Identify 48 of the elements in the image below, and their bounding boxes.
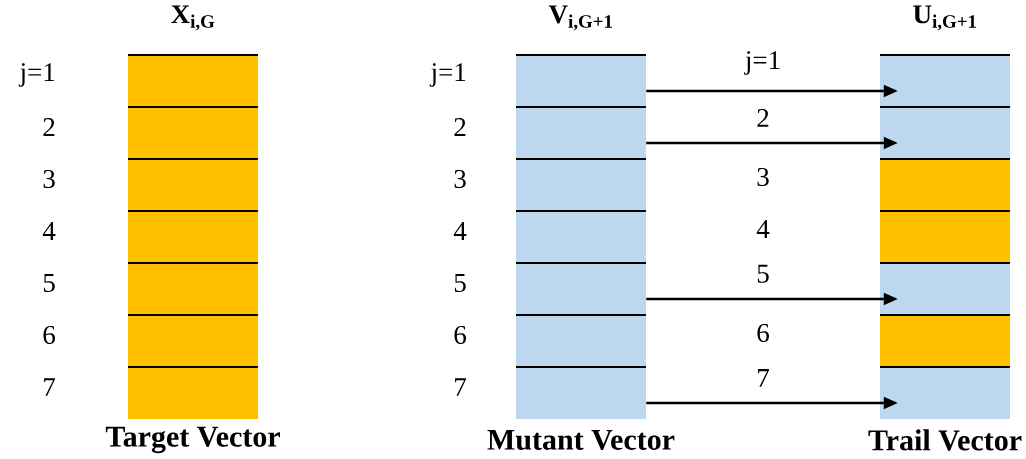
row-index: j=1 [429,63,466,87]
vector-cell [127,366,259,419]
edge-label: 5 [757,264,769,283]
row-index: 7 [455,378,466,396]
row-index: 3 [43,169,55,189]
row-index: 4 [756,220,770,238]
vector-cell [879,366,1011,419]
vector-cell [127,210,259,263]
vector-heading: V$_{i,G+1}$ [548,5,612,31]
vector-caption: Trail Vector [868,429,1022,451]
row-index: 2 [454,118,466,136]
vector-caption: Mutant Vector [487,429,675,451]
row-index: 4 [42,222,56,240]
vector-cell [515,210,647,263]
vector-cell [515,106,647,159]
vector-cell [127,262,259,315]
vector-cell [127,106,259,159]
row-index: 6 [454,325,466,345]
vector-cell [879,158,1011,211]
row-index: 4 [453,222,467,240]
row-index: 6 [757,323,769,343]
edge-label: 2 [757,108,769,127]
vector-cell [127,158,259,211]
vector-cell [879,314,1011,367]
vector-cell [515,366,647,419]
vector-cell [879,210,1011,263]
vector-cell [127,314,259,367]
vector-heading: U$_{i,G+1}$ [913,5,976,31]
row-index: 7 [44,378,55,396]
vector-cell [879,262,1011,315]
edge-label: 7 [758,369,769,387]
vector-caption: Target Vector [105,426,280,454]
row-index: 6 [43,325,55,345]
vector-heading: X$_{i,G}$ [171,5,215,31]
row-index: j=1 [18,63,55,87]
row-index: 2 [43,118,55,136]
edge-label: j=1 [744,51,780,75]
vector-cell [515,314,647,367]
row-index: 5 [454,274,466,292]
vector-cell [879,106,1011,159]
row-index: 3 [454,169,466,189]
vector-cell [127,54,259,107]
vector-cell [515,262,647,315]
vector-cell [515,158,647,211]
vector-cell [879,54,1011,107]
vector-cell [515,54,647,107]
row-index: 3 [757,167,769,187]
row-index: 5 [43,274,55,292]
